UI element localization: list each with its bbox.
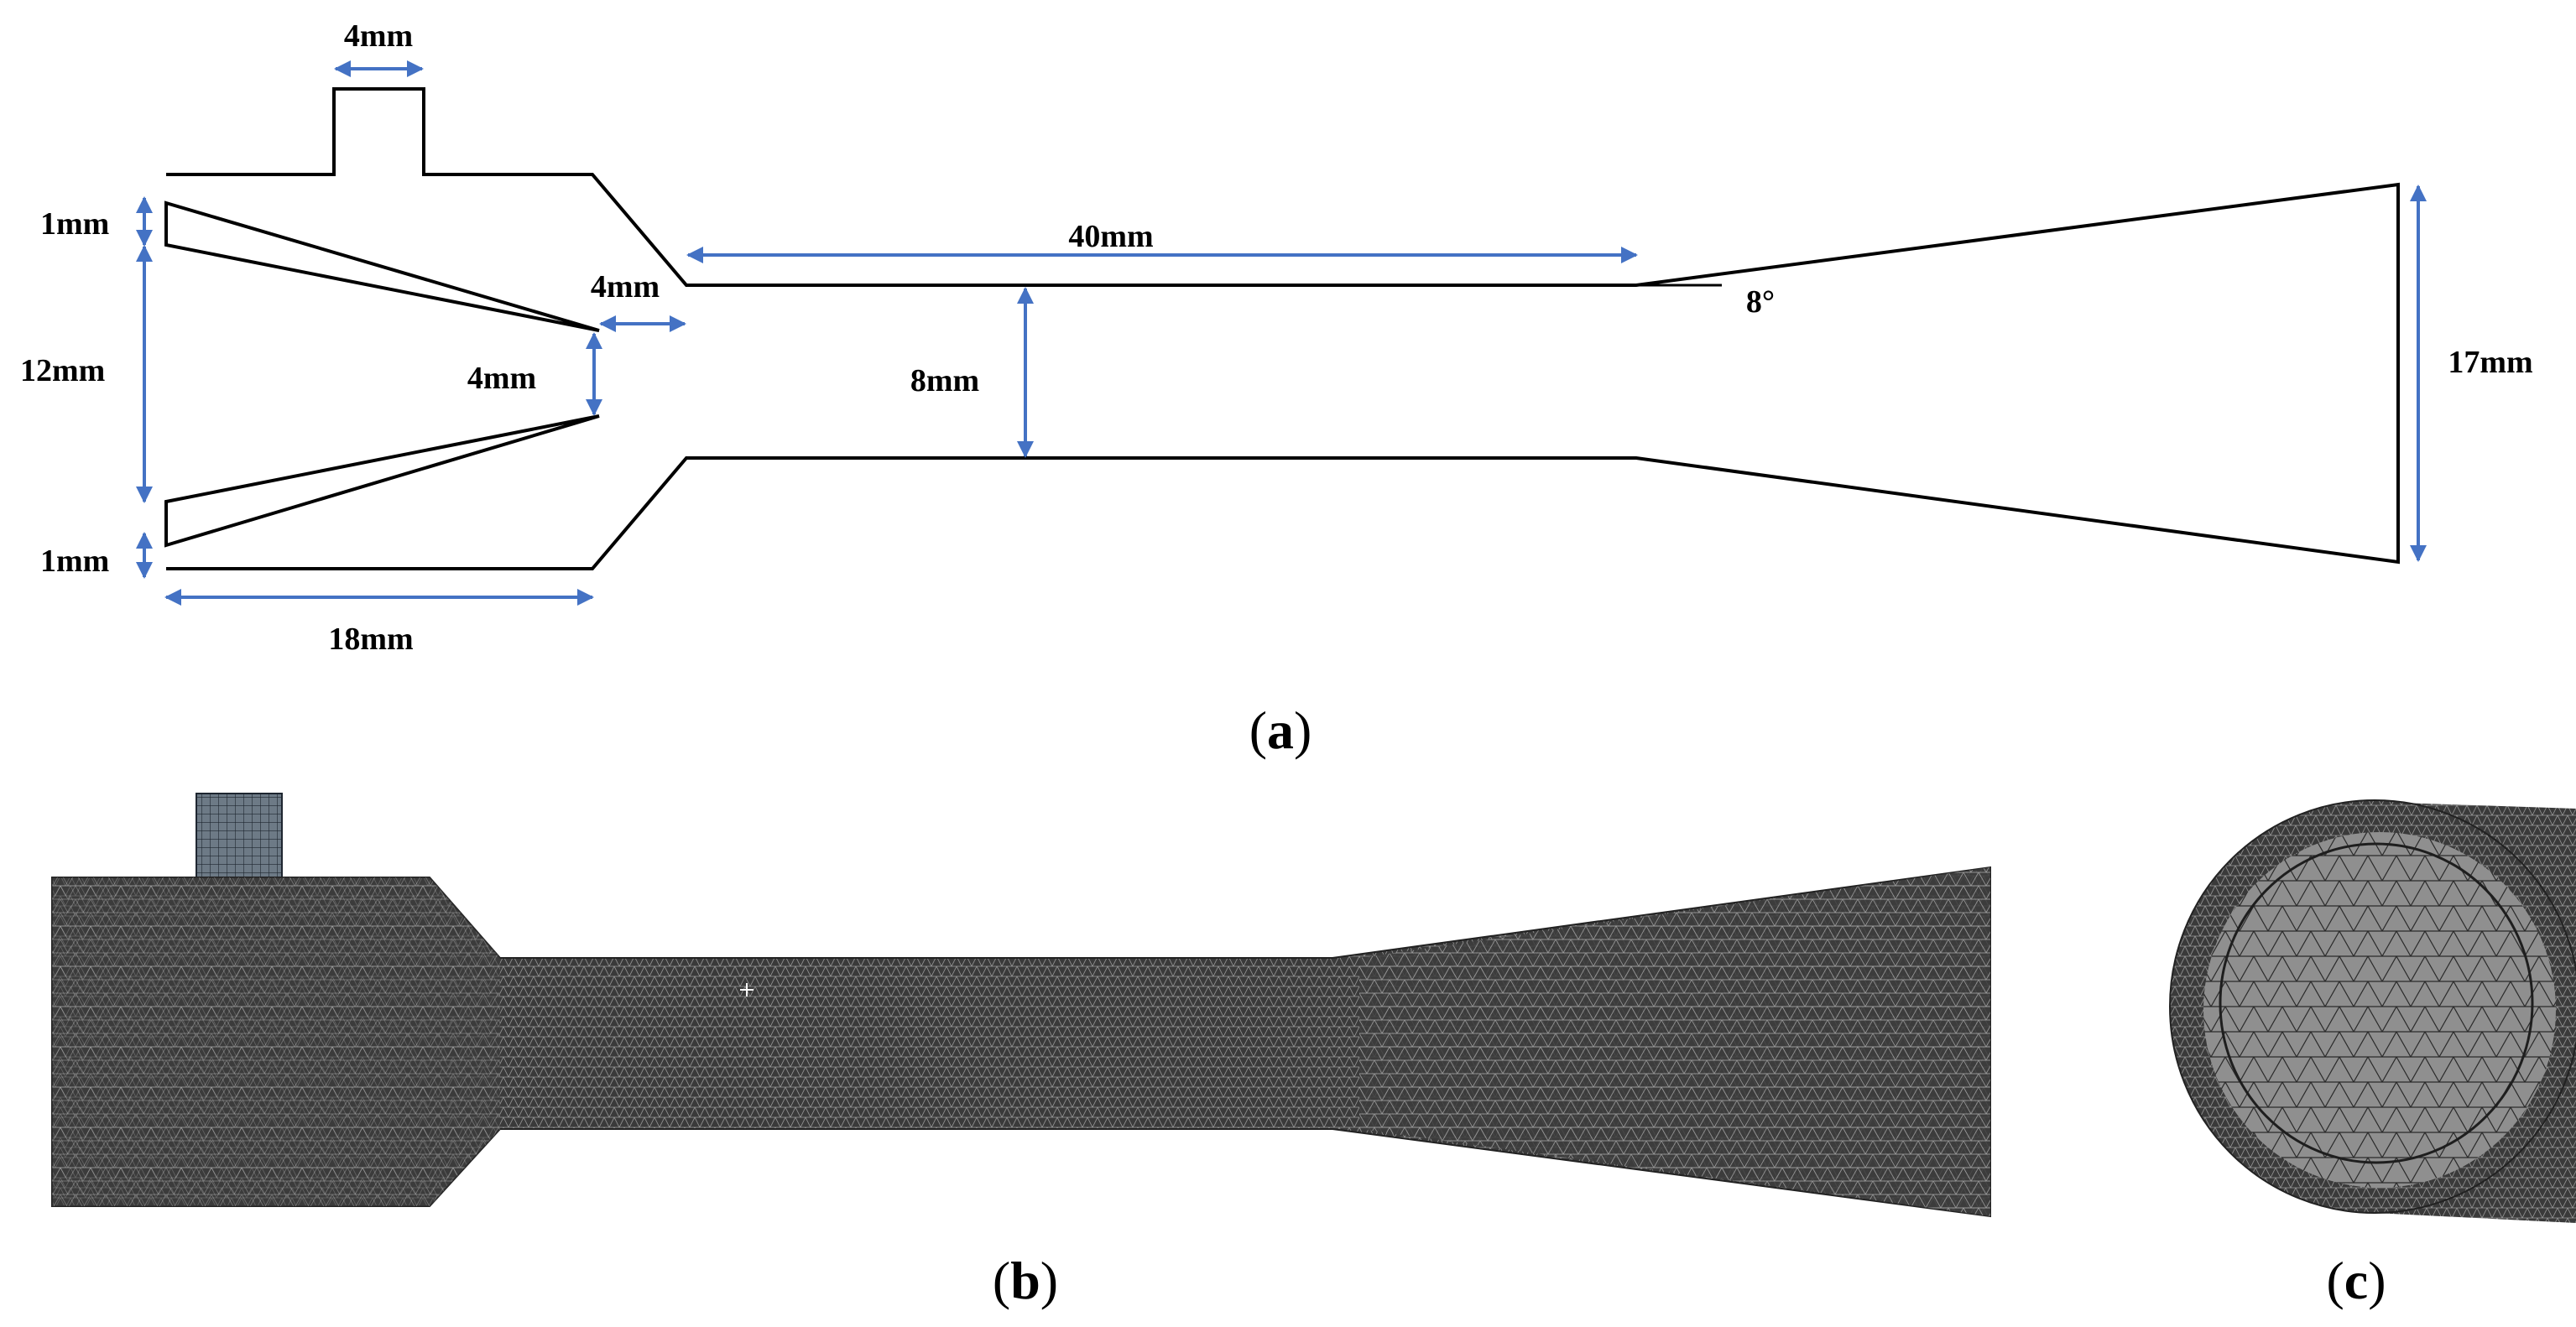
label-throat-length: 40mm	[1068, 219, 1153, 254]
label-gap-bottom: 1mm	[40, 544, 109, 579]
mesh-diffuser-section	[1359, 867, 1990, 1216]
label-outlet-height: 17mm	[2448, 345, 2532, 380]
mesh-outlet-face	[2219, 842, 2534, 1164]
label-nozzle-exit-gap: 4mm	[467, 361, 536, 396]
panel-b-label: (b)	[993, 1251, 1058, 1310]
panel-a-geometry	[164, 87, 2400, 570]
panel-a-dimension-labels: 4mm 1mm 12mm 1mm 18mm 4mm 4mm 40mm 8mm 8…	[20, 18, 2533, 657]
label-top-port-width: 4mm	[344, 18, 413, 54]
cursor-crosshair-icon	[740, 983, 754, 997]
label-throat-diameter: 8mm	[910, 363, 979, 398]
panel-c-label: (c)	[2326, 1251, 2386, 1310]
mesh-side-port	[196, 793, 283, 882]
panel-a-label: (a)	[1249, 700, 1312, 760]
panel-b-mesh	[51, 793, 1991, 1218]
lower-nozzle-wall	[164, 414, 600, 548]
label-nozzle-to-throat: 4mm	[591, 269, 660, 304]
panel-c-mesh	[2169, 799, 2576, 1223]
label-gap-top: 1mm	[40, 206, 109, 242]
panel-a-dimension-lines	[136, 60, 2427, 606]
label-inlet-height: 12mm	[20, 353, 105, 388]
ejector-outline	[166, 87, 2400, 570]
mesh-mixing-chamber	[52, 877, 500, 1206]
label-diffuser-angle: 8°	[1746, 284, 1775, 320]
label-chamber-length: 18mm	[328, 622, 413, 657]
upper-nozzle-wall	[164, 200, 600, 332]
